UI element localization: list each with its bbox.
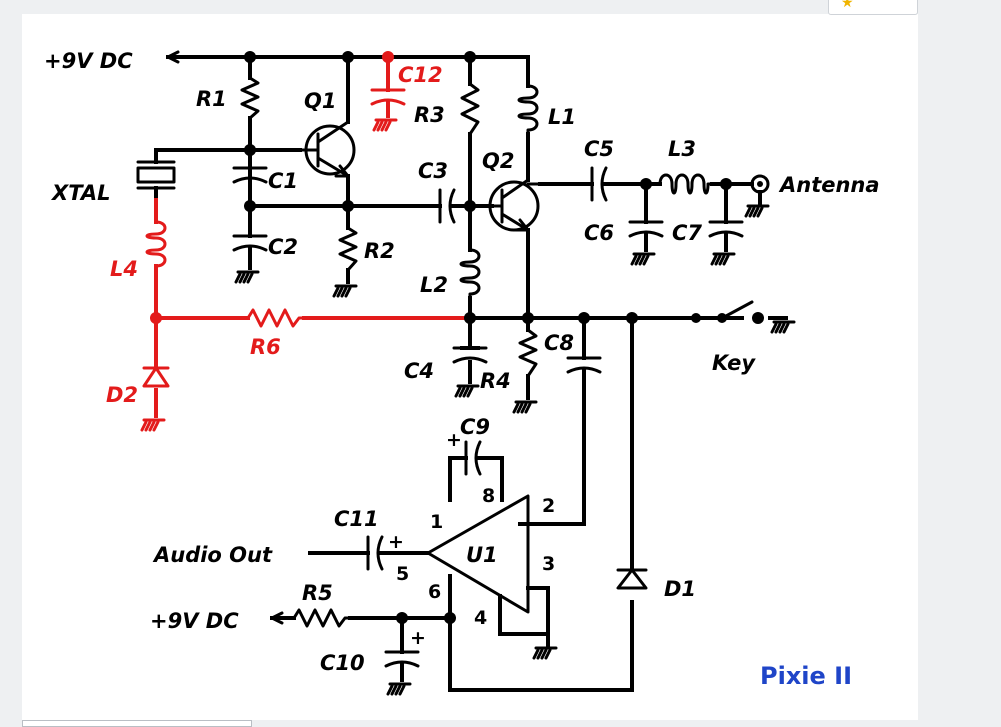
- r1-resistor: [240, 76, 260, 120]
- c11-capacitor: [366, 535, 384, 571]
- q2-transistor: [488, 178, 542, 232]
- c10-plus: +: [410, 627, 426, 649]
- r4-resistor: [518, 328, 538, 378]
- r6-label: R6: [250, 335, 281, 359]
- c12-capacitor: [370, 88, 406, 106]
- l2-inductor: [459, 248, 481, 300]
- r4-label: R4: [480, 369, 511, 393]
- star-icon[interactable]: ★: [841, 0, 854, 11]
- c4-label: C4: [404, 359, 434, 383]
- l4-label: L4: [110, 257, 138, 281]
- c11-plus: +: [388, 531, 404, 553]
- pin-4: 4: [474, 607, 487, 629]
- c9-label: C9: [460, 415, 490, 439]
- key-switch: [717, 300, 764, 324]
- l1-inductor: [517, 84, 539, 136]
- c8-capacitor: [566, 356, 602, 374]
- xtal-crystal: [136, 148, 176, 198]
- pin-5: 5: [396, 563, 409, 585]
- c3-label: C3: [418, 159, 448, 183]
- c12-label: C12: [398, 63, 443, 87]
- r3-resistor: [460, 82, 480, 136]
- q2-label: Q2: [482, 149, 514, 173]
- r2-label: R2: [364, 239, 395, 263]
- c4-capacitor: [452, 346, 488, 384]
- pin-8: 8: [482, 485, 495, 507]
- c6-capacitor: [628, 220, 664, 238]
- junction-dots: [150, 51, 732, 624]
- pin-2: 2: [542, 495, 555, 517]
- d1-label: D1: [664, 577, 696, 601]
- l4-inductor: [145, 220, 167, 268]
- pin-3: 3: [542, 553, 555, 575]
- antenna-label: Antenna: [778, 173, 880, 197]
- ground-symbols: [140, 118, 796, 696]
- pin-numbers: 1 2 3 4 5 6 8: [396, 485, 555, 629]
- d2-diode: [142, 366, 170, 388]
- pin-6: 6: [428, 581, 441, 603]
- c2-label: C2: [268, 235, 298, 259]
- q1-transistor: [298, 120, 356, 178]
- xtal-label: XTAL: [50, 181, 111, 205]
- d1-diode: [616, 568, 648, 590]
- r1-label: R1: [196, 87, 227, 111]
- r2-resistor: [338, 226, 358, 272]
- c9-capacitor: [464, 440, 482, 476]
- c7-capacitor: [708, 220, 744, 238]
- schematic-title: Pixie II: [760, 662, 852, 690]
- antenna-jack: [750, 174, 770, 206]
- vcc-top-label: +9V DC: [44, 49, 133, 73]
- q1-label: Q1: [304, 89, 336, 113]
- c1-capacitor: [232, 166, 268, 184]
- audio-out-label: Audio Out: [152, 543, 273, 567]
- key-label: Key: [712, 351, 756, 375]
- c1-label: C1: [268, 169, 298, 193]
- c11-label: C11: [334, 507, 379, 531]
- r3-label: R3: [414, 103, 445, 127]
- component-labels: +9V DC R1 Q1 C12 R3 L1 C1 C2 XTAL C3 Q2 …: [44, 49, 880, 690]
- c6-label: C6: [584, 221, 614, 245]
- vcc-bottom-label: +9V DC: [150, 609, 239, 633]
- c5-capacitor: [590, 166, 608, 202]
- polarity-marks: + + +: [388, 429, 462, 649]
- c10-capacitor: [384, 650, 420, 668]
- c2-capacitor: [232, 234, 268, 252]
- r6-resistor: [246, 308, 306, 328]
- wires: [154, 50, 788, 692]
- l3-label: L3: [668, 137, 696, 161]
- c9-plus: +: [446, 429, 462, 451]
- r5-label: R5: [302, 581, 333, 605]
- l1-label: L1: [548, 105, 576, 129]
- d2-label: D2: [106, 383, 138, 407]
- pin-1: 1: [430, 511, 443, 533]
- l2-label: L2: [420, 273, 448, 297]
- c3-capacitor: [438, 188, 456, 224]
- l3-inductor: [658, 173, 714, 195]
- c10-label: C10: [320, 651, 365, 675]
- top-widget[interactable]: ★: [828, 0, 918, 15]
- u1-label: U1: [466, 543, 498, 567]
- c5-label: C5: [584, 137, 614, 161]
- c8-label: C8: [544, 331, 574, 355]
- c7-label: C7: [672, 221, 702, 245]
- r5-resistor: [292, 608, 352, 628]
- u1-opamp: [426, 494, 530, 614]
